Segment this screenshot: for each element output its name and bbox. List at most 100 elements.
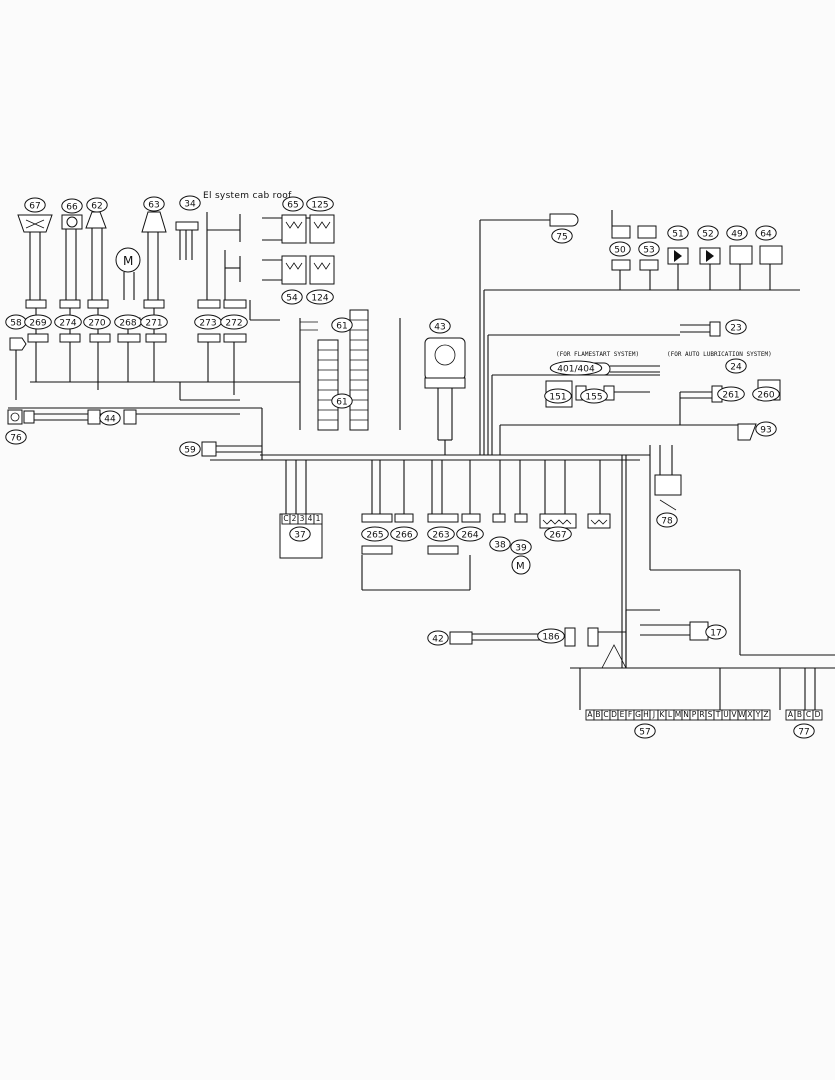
callout-66: 66 xyxy=(61,198,83,214)
callout-label: 93 xyxy=(760,426,771,436)
pin-77-label: A xyxy=(788,710,794,719)
callout-269: 269 xyxy=(24,314,52,330)
callout-39: 39 xyxy=(510,539,532,555)
callout-label: 261 xyxy=(722,391,739,401)
callout-label: 77 xyxy=(798,728,809,738)
callout-label: 269 xyxy=(29,319,46,329)
callout-34: 34 xyxy=(179,195,201,211)
callout-label: 61 xyxy=(336,398,347,408)
callout-label: 23 xyxy=(730,324,741,334)
callout-260: 260 xyxy=(752,386,780,402)
connector-34 xyxy=(175,221,199,260)
plug-59 xyxy=(201,441,262,457)
callout-label: 52 xyxy=(702,230,713,240)
callout-label: 38 xyxy=(494,541,506,551)
flamestart-note: (FOR FLAMESTART SYSTEM) xyxy=(556,351,640,358)
callout-label: 270 xyxy=(88,319,105,329)
callout-label: 34 xyxy=(184,200,196,210)
pin-57-label: H xyxy=(643,710,649,719)
callout-63: 63 xyxy=(143,196,165,212)
callout-61: 61 xyxy=(331,317,353,333)
callout-label: 66 xyxy=(66,203,78,213)
lamp-62 xyxy=(85,211,109,390)
lamp-67 xyxy=(17,214,53,382)
component-78 xyxy=(654,445,682,511)
callout-label: 62 xyxy=(91,202,102,212)
connectors-265-264: M xyxy=(361,513,531,591)
callout-label: 58 xyxy=(10,319,22,329)
callout-label: 59 xyxy=(184,446,196,456)
pin-37-label: 4 xyxy=(308,514,313,523)
pin-57-label: J xyxy=(652,710,655,719)
pin-57-label: R xyxy=(699,710,704,719)
callout-273: 273 xyxy=(194,314,222,330)
callout-272: 272 xyxy=(220,314,248,330)
callout-270: 270 xyxy=(83,314,111,330)
callout-125: 125 xyxy=(306,196,334,212)
pin-37-label: 3 xyxy=(300,514,305,523)
sensor-75 xyxy=(480,213,579,227)
connector-57-wires xyxy=(579,668,816,710)
callout-label: 273 xyxy=(199,319,216,329)
callout-24: 24 xyxy=(725,358,747,374)
callout-93: 93 xyxy=(755,421,777,437)
callout-23: 23 xyxy=(725,319,747,335)
callout-266: 266 xyxy=(390,526,418,542)
connector-row-2 xyxy=(27,299,280,395)
main-harness xyxy=(8,220,835,669)
pin-77-label: B xyxy=(797,710,802,719)
callout-43: 43 xyxy=(429,318,451,334)
pin-57-label: Y xyxy=(755,710,761,719)
callout-38: 38 xyxy=(489,536,511,552)
callout-label: 124 xyxy=(311,294,328,304)
callout-label: 39 xyxy=(515,544,527,554)
callout-label: 37 xyxy=(294,531,305,541)
top-right-modules xyxy=(611,210,783,290)
pin-37-label: 1 xyxy=(316,514,321,523)
callout-75: 75 xyxy=(551,228,573,244)
callout-17: 17 xyxy=(705,624,727,640)
callout-label: 54 xyxy=(286,294,298,304)
connector-61-right xyxy=(349,309,401,431)
pin-57-label: T xyxy=(715,710,721,719)
pin-57-label: N xyxy=(683,710,689,719)
callout-401-404: 401/404 xyxy=(549,360,603,376)
callout-265: 265 xyxy=(361,526,389,542)
pin-57-label: W xyxy=(738,710,746,719)
pin-57-label: C xyxy=(603,710,608,719)
pin-57-label: M xyxy=(675,710,681,719)
callout-label: 264 xyxy=(461,531,478,541)
connector-42-186-17 xyxy=(449,609,709,669)
callout-label: 125 xyxy=(311,201,328,211)
callout-label: 260 xyxy=(757,391,774,401)
callout-61: 61 xyxy=(331,393,353,409)
callout-label: 266 xyxy=(395,531,412,541)
pin-57-label: D xyxy=(611,710,617,719)
callout-267: 267 xyxy=(544,526,572,542)
callout-42: 42 xyxy=(427,630,449,646)
callout-77: 77 xyxy=(793,723,815,739)
pin-57-label: S xyxy=(708,710,713,719)
pin-57-label: Z xyxy=(763,710,768,719)
callout-59: 59 xyxy=(179,441,201,457)
svg-text:M: M xyxy=(516,561,525,572)
pin-57-label: U xyxy=(723,710,729,719)
callout-58: 58 xyxy=(5,314,27,330)
pin-57-label: A xyxy=(587,710,593,719)
callout-271: 271 xyxy=(140,314,168,330)
diagram-title: El system cab roof xyxy=(203,191,292,201)
sensor-93 xyxy=(737,423,757,441)
callout-label: 64 xyxy=(760,230,772,240)
callout-label: 42 xyxy=(432,635,443,645)
lamp-63 xyxy=(141,211,167,382)
connector-61-left xyxy=(299,318,339,431)
callout-label: 267 xyxy=(549,531,566,541)
callout-124: 124 xyxy=(306,289,334,305)
lamp-66 xyxy=(59,214,83,382)
pin-57-label: L xyxy=(668,710,673,719)
callout-51: 51 xyxy=(667,225,689,241)
callout-274: 274 xyxy=(54,314,82,330)
auto-lube-note: (FOR AUTO LUBRICATION SYSTEM) xyxy=(667,351,772,358)
